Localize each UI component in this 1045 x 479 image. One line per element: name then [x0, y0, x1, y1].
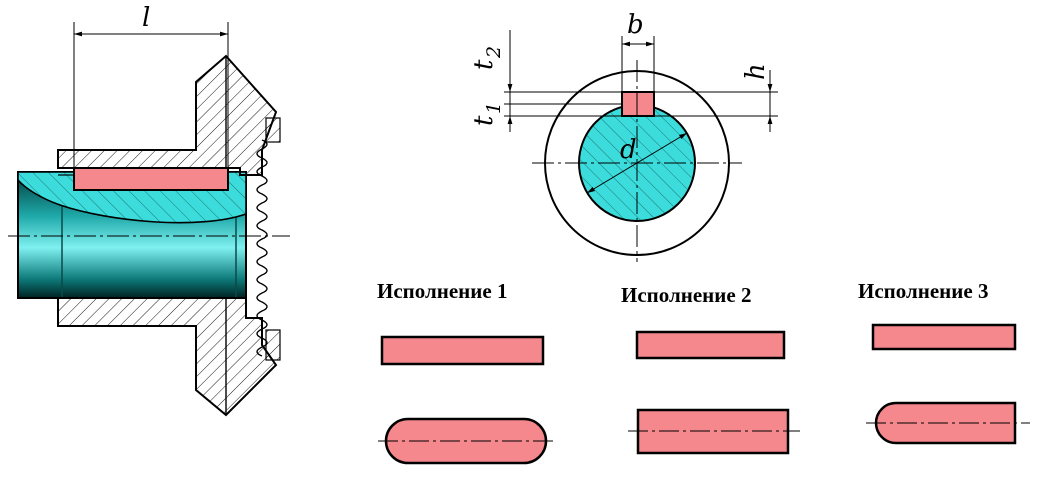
gear-teeth [256, 139, 268, 357]
dim-b-label: b [627, 10, 644, 40]
gear-section-view: l [8, 3, 290, 417]
dim-t1-label: t [469, 115, 499, 126]
dim-l-label: l [142, 3, 150, 33]
tooth-ring-lower [265, 329, 281, 361]
variant-3-keys [866, 323, 1030, 445]
dim-d-label: d [620, 135, 637, 165]
variant-2-side-view [635, 330, 786, 360]
hub-upper [57, 54, 278, 176]
dim-t2-label: t [469, 59, 499, 70]
caption-variant-2: Исполнение 2 [621, 283, 751, 307]
dim-d-line [586, 132, 688, 194]
tooth-ring-upper [265, 117, 281, 143]
caption-variant-3: Исполнение 3 [858, 279, 988, 303]
dim-t2-sub: 2 [483, 46, 505, 59]
hub-lower [57, 297, 278, 417]
key-section [621, 91, 655, 117]
variant-1-keys [378, 335, 556, 465]
variant-2-keys [628, 330, 800, 455]
caption-variant-1: Исполнение 1 [377, 279, 507, 303]
key-in-shaft [73, 167, 229, 191]
dim-t1-label-group: t 1 [469, 102, 505, 126]
dim-t2-label-group: t 2 [469, 46, 505, 70]
cross-section-view: d b h t 2 t 1 [469, 10, 778, 262]
dim-h-label: h [741, 63, 771, 80]
variant-1-side-view [380, 335, 545, 366]
variant-3-side-view [871, 323, 1017, 351]
dim-t1-sub: 1 [483, 102, 505, 114]
